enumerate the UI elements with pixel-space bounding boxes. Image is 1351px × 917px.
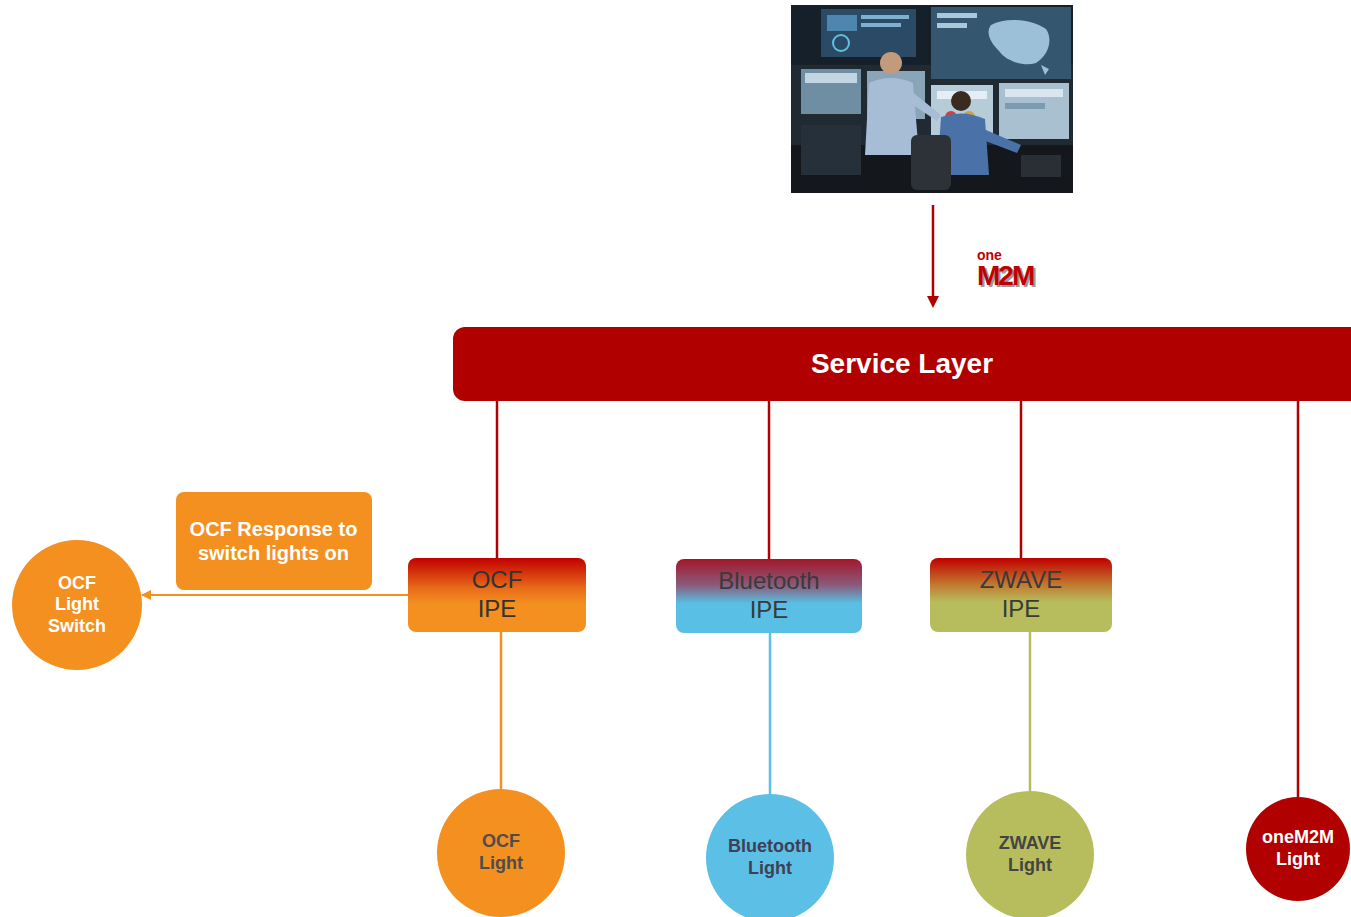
- node-content: oneM2M Light: [1258, 827, 1338, 870]
- service-layer-band: Service Layer: [453, 327, 1351, 401]
- node-text: OCF Light Switch: [37, 573, 117, 638]
- logo-text: M2M: [977, 262, 1033, 290]
- response-callout-box: OCF Response to switch lights on: [176, 492, 372, 590]
- node-text: Bluetooth Light: [720, 836, 820, 879]
- node-content: OCF Light Switch: [37, 573, 117, 638]
- node-content: Bluetooth IPE: [699, 567, 839, 625]
- light-circle: OCF Light: [437, 789, 565, 917]
- node-text: oneM2M Light: [1258, 827, 1338, 870]
- connector-line: [769, 633, 772, 794]
- node-text: OCF Light: [466, 831, 536, 874]
- ipe-box: OCF IPE: [408, 558, 586, 632]
- node-text: OCF IPE: [462, 566, 532, 624]
- node-text: Bluetooth IPE: [699, 567, 839, 625]
- connector-line: [1020, 401, 1023, 558]
- node-content: OCF IPE: [462, 566, 532, 624]
- light-circle: ZWAVE Light: [966, 791, 1094, 917]
- control-room-photo: [791, 5, 1073, 193]
- connector-line: [500, 632, 503, 789]
- ipe-box: ZWAVE IPE: [930, 558, 1112, 632]
- node-text: ZWAVE Light: [985, 833, 1075, 876]
- connector-line: [1029, 632, 1032, 791]
- node-content: ZWAVE IPE: [966, 566, 1076, 624]
- light-circle: Bluetooth Light: [706, 794, 834, 917]
- connector-line: [496, 401, 499, 558]
- connector-line: [768, 401, 771, 559]
- node-content: Service Layer: [811, 347, 993, 381]
- node-content: OCF Response to switch lights on: [188, 517, 360, 565]
- node-text: OCF Response to switch lights on: [188, 517, 360, 565]
- node-text: Service Layer: [811, 347, 993, 381]
- connector-line: [1297, 401, 1300, 797]
- node-content: OCF Light: [466, 831, 536, 874]
- light-circle: oneM2M Light: [1246, 797, 1350, 901]
- connector-line: [142, 594, 408, 596]
- node-content: ZWAVE Light: [985, 833, 1075, 876]
- node-content: Bluetooth Light: [720, 836, 820, 879]
- top-arrow: [927, 205, 939, 308]
- logo-text: one: [977, 248, 1002, 262]
- light-switch-circle: OCF Light Switch: [12, 540, 142, 670]
- ipe-box: Bluetooth IPE: [676, 559, 862, 633]
- node-text: ZWAVE IPE: [966, 566, 1076, 624]
